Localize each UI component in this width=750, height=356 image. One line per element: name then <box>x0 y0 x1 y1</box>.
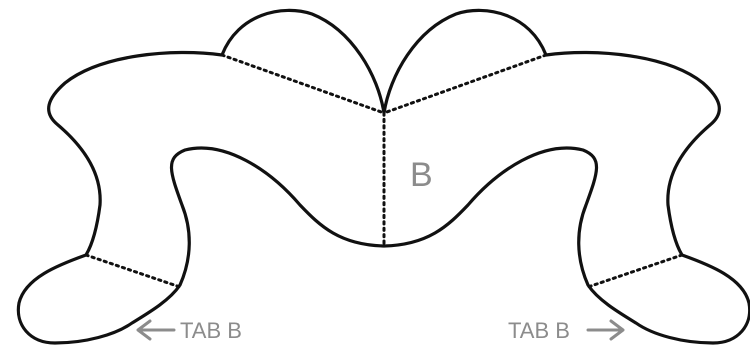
tab-left-label: TAB B <box>180 318 242 343</box>
tab-right-arrow-icon <box>586 319 625 341</box>
tab-left-arrow-icon <box>136 319 176 341</box>
tab-right-label: TAB B <box>508 318 570 343</box>
fold-line-right-top <box>382 53 548 115</box>
piece-label: B <box>410 156 433 194</box>
fold-line-tab-left <box>84 253 182 289</box>
fold-line-left-top <box>220 53 386 115</box>
fold-line-tab-right <box>586 253 684 289</box>
piece-outline <box>16 8 750 345</box>
